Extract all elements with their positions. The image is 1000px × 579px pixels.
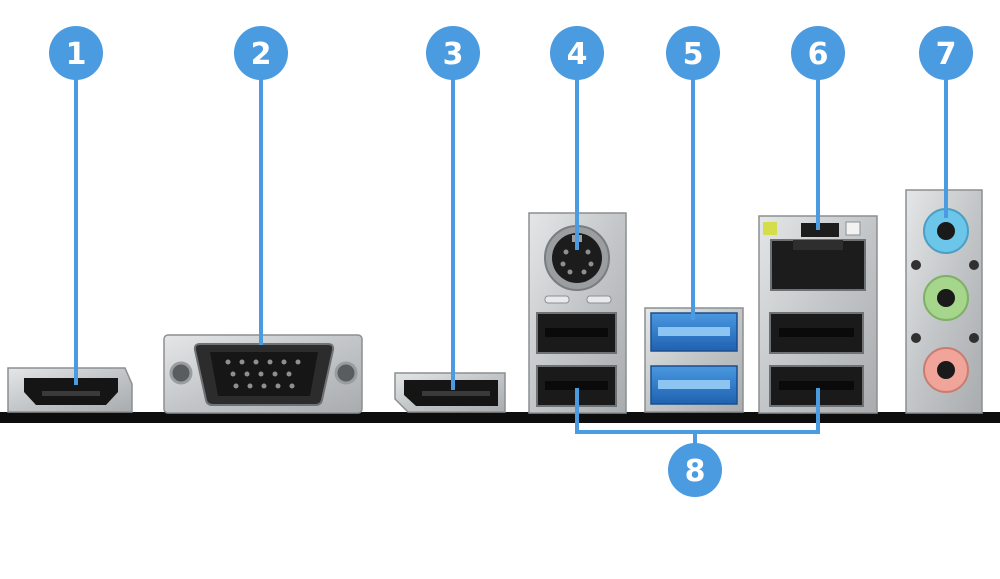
callout-number-6: 6 [808, 37, 829, 72]
callout-badge-5: 5 [666, 26, 720, 80]
callout-number-3: 3 [443, 37, 464, 72]
callout-lines [74, 53, 948, 470]
callout-number-7: 7 [936, 37, 957, 72]
hdmi-port-icon [7, 367, 133, 413]
usb-port-icon [536, 312, 617, 407]
usb-port-icon [644, 307, 744, 413]
callout-number-8: 8 [685, 454, 706, 489]
callout-number-5: 5 [683, 37, 704, 72]
callout-number-2: 2 [251, 37, 272, 72]
callout-badge-3: 3 [426, 26, 480, 80]
callout-badge-4: 4 [550, 26, 604, 80]
vga-port-icon [163, 334, 363, 414]
baseline-bar [0, 412, 1000, 423]
callout-number-1: 1 [66, 37, 87, 72]
callout-badge-7: 7 [919, 26, 973, 80]
audio-jack-icon [905, 189, 983, 414]
callout-badge-8: 8 [668, 443, 722, 497]
callout-number-4: 4 [567, 37, 588, 72]
displayport-port-icon [394, 372, 506, 413]
usb-port-icon [769, 312, 864, 407]
callout-badge-6: 6 [791, 26, 845, 80]
callout-badge-1: 1 [49, 26, 103, 80]
callout-badge-2: 2 [234, 26, 288, 80]
